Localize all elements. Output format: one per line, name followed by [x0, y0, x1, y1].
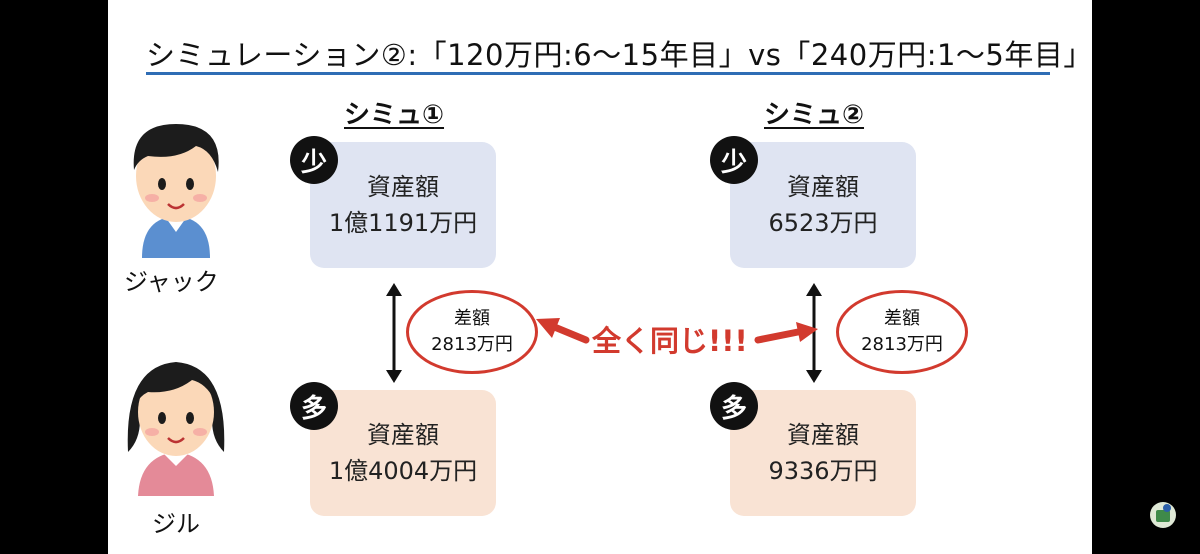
- same-amount-callout: 全く同じ!!!: [592, 324, 748, 358]
- red-arrow-right: [754, 322, 818, 344]
- sim-1-heading: シミュ①: [344, 100, 445, 130]
- sim-2-high-label: 資産額: [787, 421, 859, 449]
- slide: シミュレーション②:「120万円:6〜15年目」vs「240万円:1〜5年目」: [108, 0, 1092, 554]
- sim-1-low-box: 資産額 1億1191万円: [310, 142, 496, 268]
- vertical-double-arrow-right: [806, 283, 822, 383]
- diagram-graphics: [127, 124, 822, 496]
- sim-2-high-box: 資産額 9336万円: [730, 390, 916, 516]
- vertical-double-arrow-left: [386, 283, 402, 383]
- jack-label: ジャック: [124, 268, 219, 296]
- sim-2-diff-value: 2813万円: [861, 334, 943, 355]
- sim-1-diff-oval: 差額 2813万円: [406, 290, 538, 374]
- sim-1-high-box: 資産額 1億4004万円: [310, 390, 496, 516]
- sim-1-low-label: 資産額: [367, 173, 439, 201]
- sim-1-high-value: 1億4004万円: [328, 457, 478, 485]
- sim-1-diff-value: 2813万円: [431, 334, 513, 355]
- sim-1-low-badge: 少: [290, 136, 338, 184]
- title-underline: [146, 72, 1050, 75]
- sim-1-low-value: 1億1191万円: [328, 209, 478, 237]
- sim-2-diff-label: 差額: [884, 308, 920, 329]
- sim-2-low-badge: 少: [710, 136, 758, 184]
- slide-title: シミュレーション②:「120万円:6〜15年目」vs「240万円:1〜5年目」: [146, 38, 1092, 72]
- sim-1-diff-label: 差額: [454, 308, 490, 329]
- jill-avatar-icon: [127, 362, 225, 496]
- channel-logo-icon[interactable]: [1148, 500, 1178, 530]
- red-arrow-left: [536, 318, 590, 344]
- sim-1-high-label: 資産額: [367, 421, 439, 449]
- sim-2-diff-oval: 差額 2813万円: [836, 290, 968, 374]
- sim-2-low-box: 資産額 6523万円: [730, 142, 916, 268]
- sim-2-low-value: 6523万円: [768, 209, 878, 237]
- sim-2-low-label: 資産額: [787, 173, 859, 201]
- jill-label: ジル: [152, 510, 200, 538]
- jack-avatar-icon: [133, 124, 219, 258]
- sim-2-high-value: 9336万円: [768, 457, 878, 485]
- sim-1-high-badge: 多: [290, 382, 338, 430]
- sim-2-high-badge: 多: [710, 382, 758, 430]
- sim-2-heading: シミュ②: [764, 100, 865, 130]
